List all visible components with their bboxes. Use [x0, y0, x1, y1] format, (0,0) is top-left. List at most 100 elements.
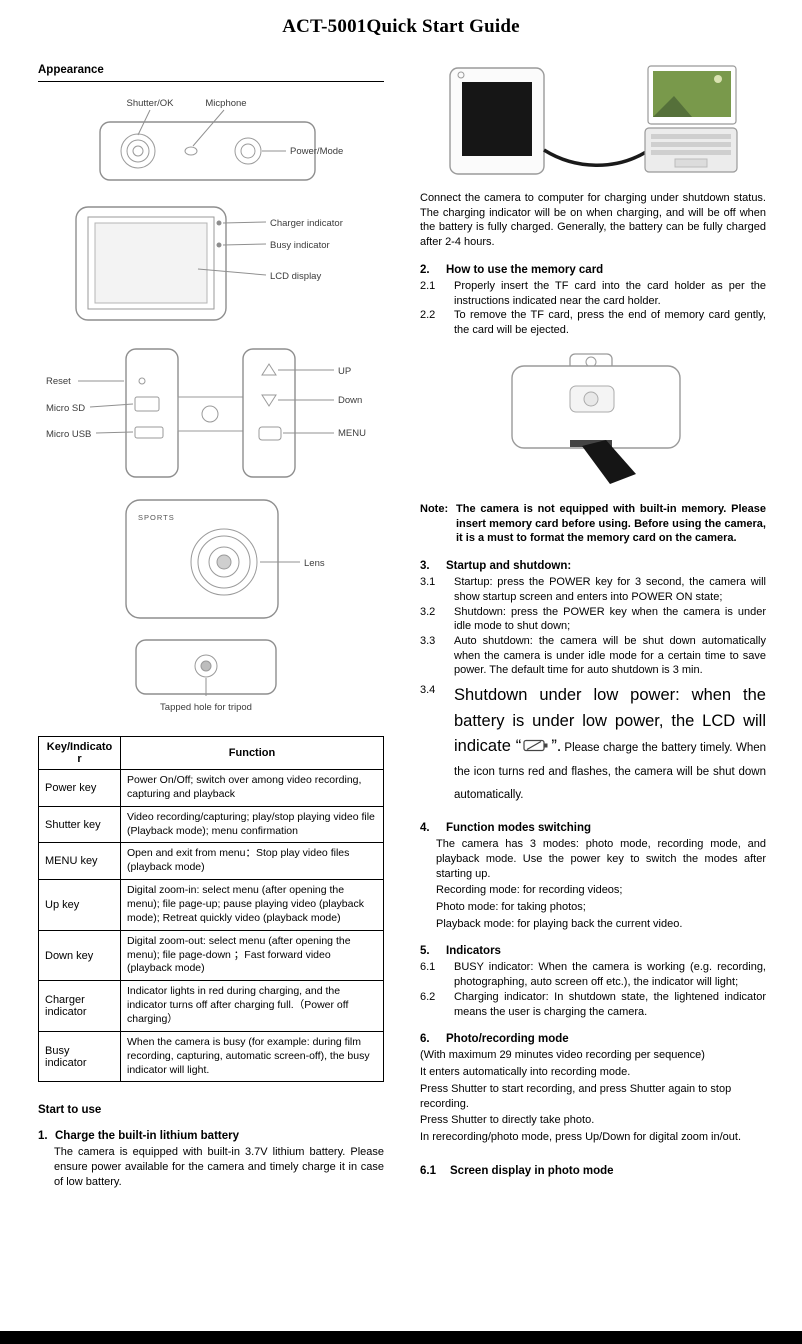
item-text: Shutdown under low power: when the batte…: [454, 683, 766, 808]
appearance-heading: Appearance: [38, 64, 104, 76]
section-2-heading: 2. How to use the memory card: [420, 264, 766, 276]
list-item: 6.1 BUSY indicator: When the camera is w…: [420, 960, 766, 989]
recording-line: (With maximum 29 minutes video recording…: [420, 1049, 705, 1062]
table-row: Charger indicator Indicator lights in re…: [38, 980, 384, 1032]
section-title: Photo/recording mode: [446, 1033, 569, 1046]
section-title: Startup and shutdown:: [446, 560, 572, 573]
camera-front-photo: [449, 67, 545, 175]
low-battery-icon: [521, 739, 551, 756]
section-5-heading: 5. Indicators: [420, 945, 766, 957]
mode-line: Playback mode: for playing back the curr…: [436, 917, 683, 930]
page-title: ACT-5001Quick Start Guide: [282, 16, 520, 37]
section-number: 6.: [420, 1033, 430, 1046]
micro-sd-label: Micro SD: [46, 403, 85, 414]
low-power-small-text: Please charge the battery timely. When t…: [454, 742, 767, 802]
page-footer-bar: [0, 1331, 802, 1344]
camera-right-side-body: [242, 348, 296, 478]
item-number: 3.2: [420, 605, 436, 618]
tripod-hole-label: Tapped hole for tripod: [160, 702, 252, 713]
camera-top-view-diagram: Shutter/OK Micphone Power/Mode: [99, 98, 343, 181]
reset-label: Reset: [46, 376, 71, 387]
item-number: 6.1: [420, 961, 436, 974]
item-number: 6.2: [420, 990, 436, 1003]
note-label: Note:: [420, 502, 449, 515]
function-cell: Open and exit from menu：Stop play video …: [120, 842, 384, 881]
power-mode-label: Power/Mode: [290, 146, 343, 157]
section-title: Screen display in photo mode: [450, 1164, 614, 1177]
section-6-1-heading: 6.1 Screen display in photo mode: [420, 1165, 766, 1177]
menu-key-label: MENU: [338, 428, 366, 439]
item-number: 3.1: [420, 576, 436, 589]
camera-to-computer-illustration: [449, 65, 738, 175]
table-row: Busy indicator When the camera is busy (…: [38, 1030, 384, 1083]
list-item: 6.2 Charging indicator: In shutdown stat…: [420, 990, 766, 1019]
function-cell: Digital zoom-out: select menu (after ope…: [120, 929, 384, 982]
section-1-heading: 1. Charge the built-in lithium battery: [38, 1130, 384, 1142]
section-number: 4.: [420, 822, 430, 835]
recording-line: In rerecording/photo mode, press Up/Down…: [420, 1131, 741, 1144]
section-1-body: The camera is equipped with built-in 3.7…: [54, 1146, 384, 1188]
item-text: Charging indicator: In shutdown state, t…: [454, 990, 766, 1018]
busy-indicator-label: Busy indicator: [270, 240, 330, 251]
two-column-layout: Appearance Shutter/OK Micphone P: [38, 64, 766, 1192]
item-text: Properly insert the TF card into the car…: [454, 279, 766, 307]
microphone-label: Micphone: [205, 98, 246, 109]
key-function-table: Key/Indicator Function Power key Power O…: [38, 736, 384, 1083]
table-row: Down key Digital zoom-out: select menu (…: [38, 929, 384, 982]
header-key-indicator: Key/Indicator: [38, 736, 121, 770]
left-column: Appearance Shutter/OK Micphone P: [38, 64, 384, 1192]
tf-card-insertion-illustration: [511, 353, 681, 484]
list-item: 3.1 Startup: press the POWER key for 3 s…: [420, 575, 766, 604]
side-mount-bracket: [177, 396, 244, 432]
sports-brand-label: SPORTS: [138, 513, 175, 522]
item-number: 2.2: [420, 309, 436, 322]
key-cell: MENU key: [38, 842, 121, 881]
memory-note: Note: The camera is not equipped with bu…: [420, 502, 766, 546]
section-3-heading: 3. Startup and shutdown:: [420, 560, 766, 572]
list-item: 2.2 To remove the TF card, press the end…: [420, 308, 766, 337]
tf-card: [582, 439, 636, 484]
header-function: Function: [120, 736, 384, 770]
camera-left-side-body: [125, 348, 179, 478]
section-number: 2.: [420, 263, 430, 276]
recording-line: It enters automatically into recording m…: [420, 1066, 631, 1079]
item-text: BUSY indicator: When the camera is worki…: [454, 961, 766, 989]
section-number: 5.: [420, 945, 430, 958]
computer-photo: [644, 65, 738, 173]
list-item: 3.3 Auto shutdown: the camera will be sh…: [420, 634, 766, 678]
section-title: How to use the memory card: [446, 263, 604, 276]
recording-line: Press Shutter to directly take photo.: [420, 1114, 595, 1127]
down-key-label: Down: [338, 395, 362, 406]
micro-usb-label: Micro USB: [46, 429, 91, 440]
camera-top-body: [99, 121, 316, 181]
lcd-display-label: LCD display: [270, 271, 321, 282]
item-text: Startup: press the POWER key for 3 secon…: [454, 576, 766, 603]
table-row: Shutter key Video recording/capturing; p…: [38, 805, 384, 844]
function-cell: Video recording/capturing; play/stop pla…: [120, 805, 384, 844]
key-cell: Busy indicator: [38, 1030, 121, 1083]
mode-line: Photo mode: for taking photos;: [436, 900, 586, 913]
function-cell: Power On/Off; switch over among video re…: [120, 769, 384, 807]
item-text: Shutdown: press the POWER key when the c…: [454, 605, 766, 633]
key-cell: Shutter key: [38, 805, 121, 844]
camera-front-view-diagram: SPORTS Lens: [125, 499, 325, 619]
item-number: 3.4: [420, 684, 436, 697]
section-6-heading: 6. Photo/recording mode: [420, 1033, 766, 1045]
camera-side-views-diagram: Reset Micro SD Micro USB UP Down MENU: [46, 348, 366, 478]
list-item: 2.1 Properly insert the TF card into the…: [420, 279, 766, 308]
low-power-big-close: ”.: [551, 737, 562, 756]
section-number: 3.: [420, 560, 430, 573]
key-cell: Charger indicator: [38, 980, 121, 1032]
camera-back-body: [75, 206, 227, 321]
table-row: Power key Power On/Off; switch over amon…: [38, 769, 384, 807]
right-column: Connect the camera to computer for charg…: [420, 64, 766, 1192]
note-text: The camera is not equipped with built-in…: [456, 502, 766, 545]
mode-line: Recording mode: for recording videos;: [436, 884, 623, 897]
key-cell: Down key: [38, 929, 121, 982]
section-title: Indicators: [446, 945, 501, 958]
charging-paragraph: Connect the camera to computer for charg…: [420, 192, 766, 249]
section-number: 6.1: [420, 1164, 436, 1177]
item-text: To remove the TF card, press the end of …: [454, 309, 766, 337]
table-row: MENU key Open and exit from menu：Stop pl…: [38, 842, 384, 881]
